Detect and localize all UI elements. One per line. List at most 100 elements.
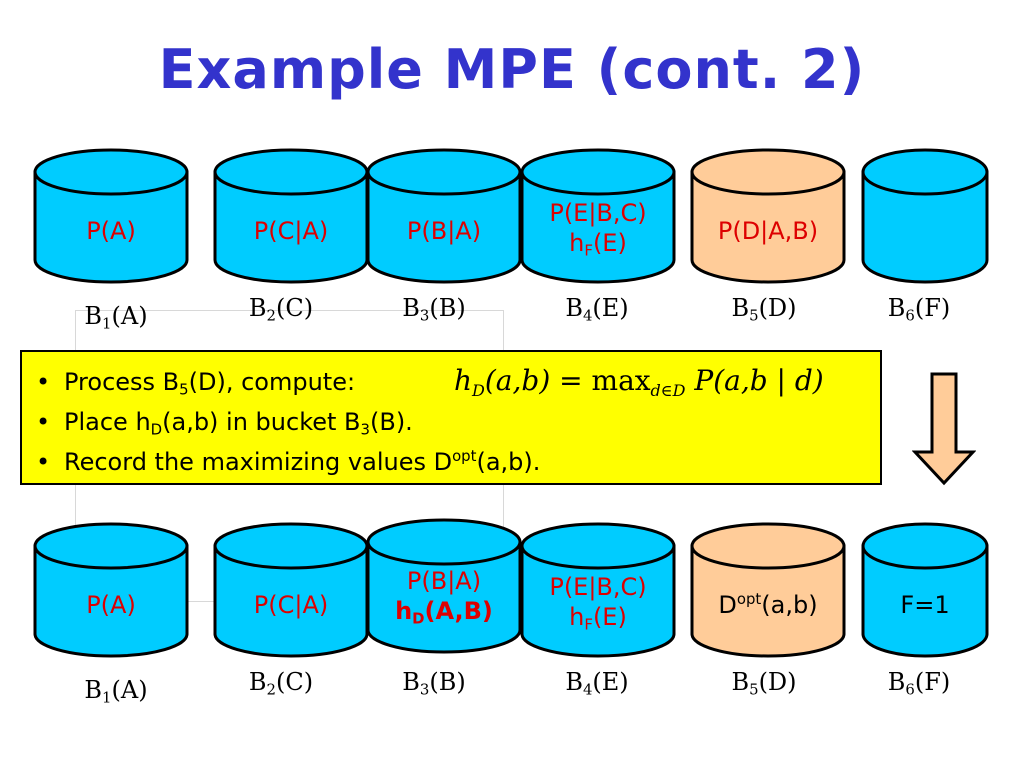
label-sub: 2 — [266, 306, 276, 325]
bullet-record: •Record the maximizing values Dopt(a,b). — [36, 447, 541, 476]
bucket-content: P(E|B,C) — [549, 573, 647, 601]
bucket-label-b2: B2(C) — [203, 294, 359, 325]
label-b: B — [731, 668, 750, 696]
bullet-text: Place h — [64, 408, 151, 436]
bucket-label-b1: B1(A) — [38, 676, 194, 707]
label-sub: 5 — [749, 306, 759, 325]
max-formula: hD(a,b) = maxd∈D P(a,b | d) — [454, 364, 824, 400]
formula-h: h — [454, 364, 473, 397]
label-sub: 1 — [102, 688, 112, 707]
bucket-content-line2: hF(E) — [569, 228, 627, 258]
label-b: B — [84, 676, 103, 704]
bullet-text: (a,b). — [476, 448, 541, 476]
label-b: B — [887, 294, 906, 322]
label-var: (F) — [914, 668, 951, 696]
bucket-label-b5: B5(D) — [686, 294, 842, 325]
h-args: (E) — [592, 603, 627, 631]
cylinder-bucket-icon — [520, 148, 676, 284]
label-b: B — [565, 294, 583, 322]
label-b: B — [248, 294, 267, 322]
bucket-label-b2: B2(C) — [203, 668, 359, 697]
bucket-content: P(C|A) — [253, 217, 329, 245]
bucket-b5-bottom: Dopt(a,b) — [690, 520, 846, 662]
bucket-content: P(A) — [86, 591, 136, 619]
cylinder-bucket-icon — [520, 522, 676, 658]
bullet-sub: D — [150, 420, 163, 439]
bucket-content: P(C|A) — [253, 591, 329, 619]
cylinder-bucket-icon — [366, 148, 522, 284]
bullet-text: (a,b) in bucket B — [162, 408, 361, 436]
bullet-sub: 5 — [179, 380, 189, 399]
bucket-b3-bottom: P(B|A) hD(A,B) — [366, 516, 522, 658]
label-sub: 4 — [582, 680, 593, 699]
bullet-text: Record the maximizing values D — [64, 448, 453, 476]
cylinder-bucket-icon — [366, 518, 522, 654]
bucket-label-b4: B4(E) — [519, 668, 675, 699]
bucket-b1-bottom: P(A) — [33, 520, 189, 662]
bullet-sub: 3 — [360, 420, 370, 439]
label-sub: 4 — [582, 306, 593, 325]
label-var: (D) — [758, 294, 797, 322]
bucket-b3-top: P(B|A) — [366, 146, 522, 288]
bucket-content: P(E|B,C) — [549, 199, 647, 227]
label-var: (B) — [429, 294, 466, 322]
label-var: (A) — [111, 676, 148, 704]
label-b: B — [731, 294, 750, 322]
bucket-label-b5: B5(D) — [686, 668, 842, 699]
label-var: (F) — [914, 294, 951, 322]
cylinder-bucket-icon — [690, 148, 846, 284]
bucket-b4-bottom: P(E|B,C) hF(E) — [520, 520, 676, 662]
label-sub: 5 — [749, 680, 759, 699]
bucket-label-b6: B6(F) — [841, 668, 997, 697]
label-var: (E) — [592, 294, 629, 322]
label-sub: 6 — [905, 306, 915, 325]
bucket-content: P(D|A,B) — [717, 217, 819, 245]
bucket-content-line2: hD(A,B) — [395, 596, 493, 626]
bucket-content: Dopt(a,b) — [718, 590, 817, 620]
label-b: B — [565, 668, 583, 696]
bucket-b2-top: P(C|A) — [213, 146, 369, 288]
cylinder-bucket-icon — [861, 148, 989, 284]
bucket-label-b6: B6(F) — [841, 294, 997, 325]
h-args: (E) — [592, 229, 627, 257]
cylinder-bucket-icon — [690, 522, 846, 658]
formula-eq: = max — [550, 364, 651, 397]
page-title: Example MPE (cont. 2) — [158, 38, 866, 101]
label-var: (A) — [111, 302, 148, 330]
bullet-sup: opt — [452, 447, 477, 466]
process-note-box: •Process B5(D), compute: •Place hD(a,b) … — [20, 350, 882, 485]
label-b: B — [402, 294, 420, 322]
formula-max-sub: d∈D — [650, 381, 686, 400]
label-var: (C) — [276, 668, 314, 696]
bullet-text: (D), compute: — [188, 368, 356, 396]
bullet-list: •Process B5(D), compute: •Place hD(a,b) … — [22, 352, 880, 482]
label-sub: 3 — [419, 306, 430, 325]
bullet-process: •Process B5(D), compute: — [36, 368, 356, 399]
formula-h-sub: D — [472, 381, 485, 400]
bullet-place: •Place hD(a,b) in bucket B3(B). — [36, 408, 413, 439]
h-symbol: h — [569, 229, 585, 257]
h-args: (A,B) — [424, 597, 493, 625]
label-var: (B) — [429, 668, 466, 696]
h-subscript: F — [584, 615, 593, 634]
h-subscript: D — [412, 609, 425, 628]
bullet-text: (B). — [369, 408, 413, 436]
bucket-content: P(B|A) — [406, 567, 482, 595]
bucket-content-line2: hF(E) — [569, 602, 627, 632]
bullet-text: Process B — [64, 368, 180, 396]
bucket-label-b1: B1(A) — [38, 302, 194, 331]
bucket-b5-top: P(D|A,B) — [690, 146, 846, 288]
label-var: (E) — [592, 668, 629, 696]
h-subscript: F — [584, 241, 593, 260]
down-arrow-icon — [911, 372, 977, 490]
cylinder-bucket-icon — [33, 148, 189, 284]
bucket-content: P(B|A) — [406, 217, 482, 245]
bucket-content: F=1 — [900, 591, 950, 619]
formula-p: P(a,b | d) — [685, 364, 824, 397]
d-symbol: D — [718, 591, 737, 619]
bucket-b6-bottom: F=1 — [861, 520, 1017, 662]
d-args: (a,b) — [761, 591, 818, 619]
cylinder-bucket-icon — [213, 148, 369, 284]
label-b: B — [84, 302, 103, 330]
bucket-b2-bottom: P(C|A) — [213, 520, 369, 662]
